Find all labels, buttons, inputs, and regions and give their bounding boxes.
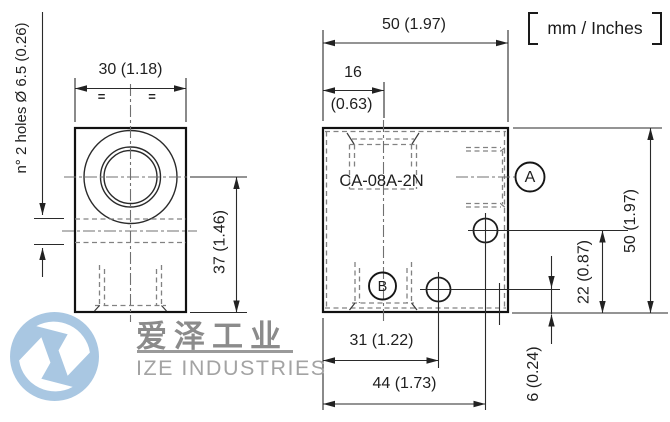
chamfer-lines-right (346, 132, 420, 311)
ize-logo-mark (10, 312, 99, 401)
hidden-lines-left (75, 218, 186, 307)
dim-50-top (322, 30, 509, 122)
dim-37 (190, 176, 247, 314)
dim-label-50-right: 50 (1.97) (621, 188, 639, 254)
dim-label-50-top: 50 (1.97) (381, 16, 447, 33)
port-a-balloon (514, 161, 546, 193)
dim-30 (74, 78, 187, 122)
port-b-balloon (368, 271, 397, 301)
holes-leader (34, 12, 64, 277)
dim-label-31: 31 (1.22) (349, 332, 414, 349)
equals-mark-left: = (97, 89, 106, 104)
dim-label-30: 30 (1.18) (98, 61, 163, 78)
model-label: CA-08A-2N (339, 172, 424, 190)
units-label: mm / Inches (547, 18, 643, 38)
units-legend: mm / Inches (528, 12, 662, 45)
ize-logo-chinese: 爱泽工业 (136, 319, 288, 354)
chamfer-lines-left (94, 305, 167, 312)
centerlines-right (382, 120, 515, 322)
ize-logo-glyph (19, 321, 90, 392)
equals-mark-right: = (148, 89, 156, 104)
ize-logo-underline (137, 350, 293, 353)
port-a-label: A (524, 168, 536, 186)
dim-50-right (512, 127, 668, 314)
centerlines-left (62, 84, 197, 322)
dim-label-44: 44 (1.73) (372, 374, 437, 392)
dim-label-37: 37 (1.46) (211, 209, 228, 275)
dim-31-44 (322, 318, 486, 410)
dim-label-16: 16 (344, 63, 362, 81)
dim-16 (323, 82, 385, 118)
port-b-label: B (377, 278, 388, 295)
holes-note-label: n° 2 holes Ø 6.5 (0.26) (12, 22, 30, 174)
dim-label-6: 6 (0.24) (524, 346, 542, 402)
left-bracket (528, 12, 538, 45)
right-bracket (652, 12, 662, 45)
ize-logo-english: IZE INDUSTRIES (136, 356, 327, 380)
dim-label-22: 22 (0.87) (575, 239, 593, 305)
hidden-lines-right (325, 130, 508, 309)
right-view-outline (321, 126, 510, 314)
dim-label-063: (0.63) (330, 95, 373, 113)
